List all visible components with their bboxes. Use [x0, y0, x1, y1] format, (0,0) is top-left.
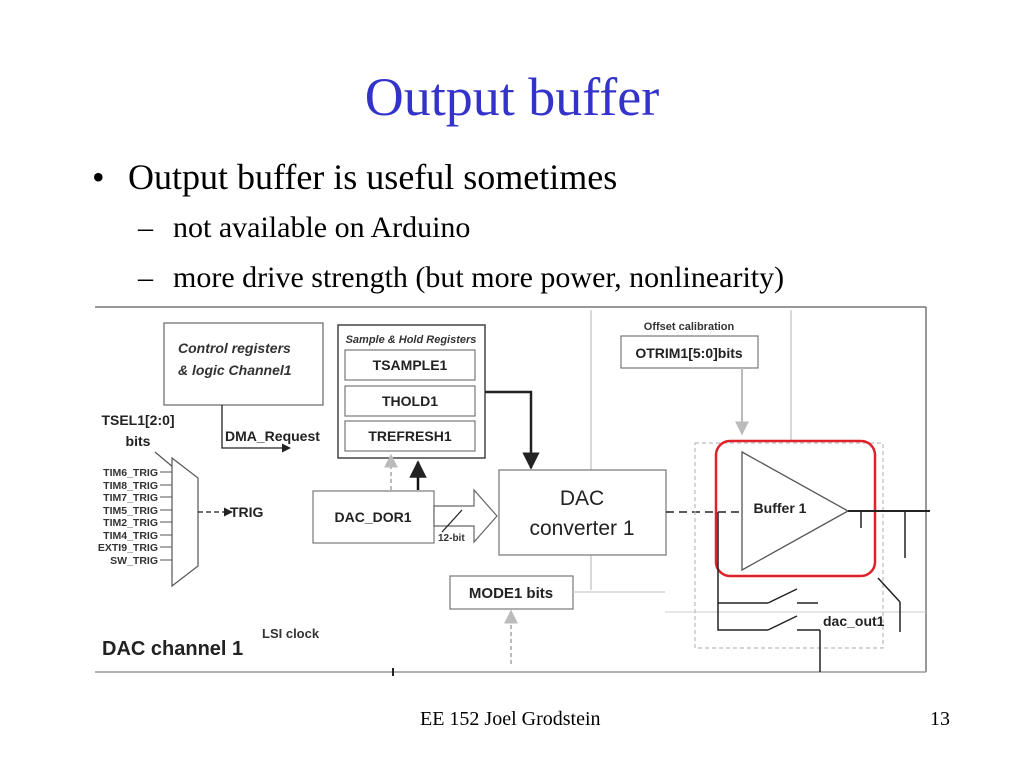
thold-register	[344, 385, 476, 417]
trefresh-label: TREFRESH1	[368, 428, 451, 444]
dac-dor-box	[312, 490, 435, 544]
dac-converter-box	[498, 469, 667, 556]
switch-2	[767, 615, 798, 631]
bypass-wire-2	[717, 603, 768, 631]
page-number: 13	[930, 708, 950, 730]
dma-request-label: DMA_Request	[225, 428, 320, 444]
dma-request-wire	[221, 405, 291, 453]
sub-bullet-1-text: not available on Arduino	[173, 211, 471, 244]
control-registers-box	[163, 322, 324, 406]
bus-slash	[441, 509, 463, 533]
slide-title: Output buffer	[364, 67, 660, 127]
trigger-label: TIM2_TRIG	[103, 517, 158, 529]
trigger-label: TIM6_TRIG	[103, 467, 158, 479]
sample-hold-title: Sample & Hold Registers	[346, 334, 477, 346]
data-bus-arrow	[433, 488, 498, 544]
mode-bits-box	[449, 575, 574, 610]
trigger-label: EXTI9_TRIG	[98, 542, 158, 554]
bullet-1-text: Output buffer is useful sometimes	[128, 157, 618, 197]
trigger-label: TIM8_TRIG	[103, 480, 158, 492]
dac-channel-label: DAC channel 1	[102, 638, 243, 660]
trigger-mux	[171, 456, 199, 588]
otrim-box	[620, 335, 759, 369]
offset-calibration-label: Offset calibration	[644, 321, 735, 333]
mode-bits-label: MODE1 bits	[469, 585, 553, 602]
trefresh-register	[344, 420, 476, 452]
buffer-region	[694, 442, 884, 649]
bullet-dot: •	[92, 157, 105, 197]
footer-center: EE 152 Joel Grodstein	[420, 708, 601, 730]
trig-label: TRIG	[230, 504, 264, 520]
lsi-clock-label: LSI clock	[262, 626, 320, 641]
sample-hold-to-dac-arrow	[485, 390, 540, 470]
trigger-wires	[160, 471, 172, 561]
buffer-label: Buffer 1	[754, 500, 807, 516]
tsel-bits-label: bits	[126, 433, 151, 449]
trigger-label: SW_TRIG	[110, 555, 158, 567]
sub-bullet-dash: –	[138, 261, 153, 294]
tsel-label: TSEL1[2:0]	[101, 412, 174, 428]
sub-bullet-dash: –	[138, 211, 153, 244]
thold-label: THOLD1	[382, 393, 438, 409]
dac-converter-label: DAC	[560, 487, 604, 510]
buffer-triangle	[741, 450, 850, 572]
sub-bullet-2-text: more drive strength (but more power, non…	[173, 261, 785, 294]
trigger-label: TIM4_TRIG	[103, 530, 158, 542]
control-registers-label: Control registers	[178, 340, 291, 356]
control-registers-label: & logic Channel1	[178, 362, 292, 378]
bit12-label: 12-bit	[438, 533, 465, 544]
switch-3	[877, 577, 901, 603]
otrim-label: OTRIM1[5:0]bits	[635, 345, 743, 361]
buffer-highlight	[714, 439, 877, 578]
tsample-label: TSAMPLE1	[373, 357, 448, 373]
switch-1	[767, 588, 798, 604]
tsample-register	[344, 349, 476, 381]
trigger-label: TIM5_TRIG	[103, 505, 158, 517]
dac-dor-label: DAC_DOR1	[334, 509, 411, 525]
dac-converter-label: converter 1	[529, 517, 634, 540]
trigger-label: TIM7_TRIG	[103, 492, 158, 504]
trigger-list: TIM6_TRIG TIM8_TRIG TIM7_TRIG TIM5_TRIG …	[98, 467, 158, 567]
dac-out-label: dac_out1	[823, 613, 885, 629]
